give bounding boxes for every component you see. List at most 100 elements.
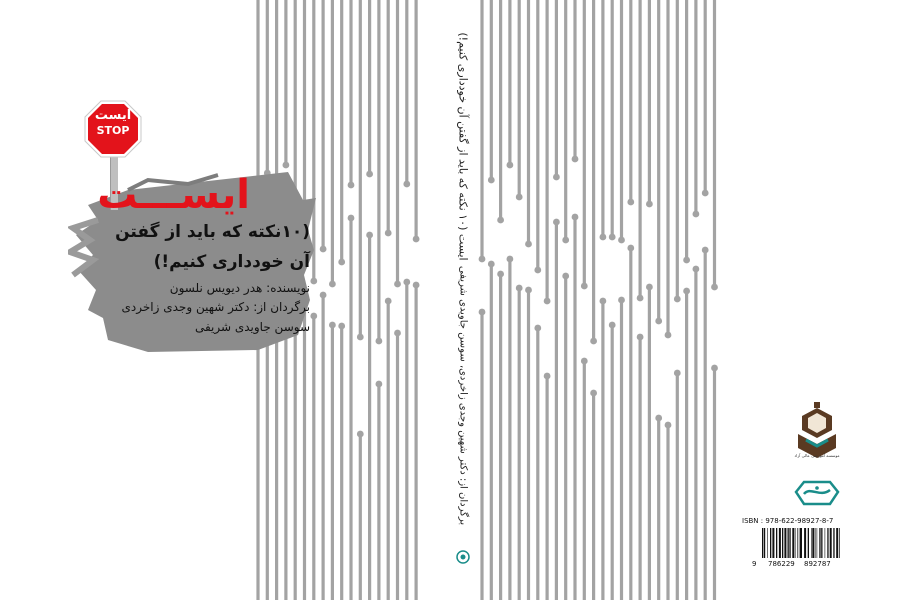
publisher-mark-icon xyxy=(794,480,840,506)
stripe-dot xyxy=(375,337,383,345)
barcode-bar xyxy=(814,528,816,558)
stripe-dot xyxy=(664,421,672,429)
barcode-bar xyxy=(839,528,840,558)
stripe-dot xyxy=(711,283,718,291)
front-subtitle-line1: (۱۰نکته که باید از گفتن xyxy=(115,222,310,242)
stripe-dot xyxy=(497,216,504,224)
stripe-dot xyxy=(366,231,373,239)
spine-background xyxy=(430,0,477,600)
stripe-dot xyxy=(338,258,346,266)
stripe-dot xyxy=(683,256,690,264)
stripe-dot xyxy=(319,291,327,299)
stripe-dot xyxy=(347,214,355,222)
front-author: نویسنده: هدر دیویس نلسون xyxy=(169,281,310,295)
barcode-bar xyxy=(816,528,818,558)
stripe-dot xyxy=(646,200,653,208)
stripe-dot xyxy=(553,173,560,181)
stripe-dot xyxy=(506,161,514,169)
stripe-dot xyxy=(599,233,607,241)
stripe-dot xyxy=(711,364,718,372)
stripe-dot xyxy=(627,244,635,252)
stripe-dot xyxy=(487,176,495,184)
barcode-digit-left: 9 xyxy=(752,560,757,568)
stripe-dot xyxy=(525,286,532,294)
barcode-bar xyxy=(798,528,800,558)
stripe-dot xyxy=(543,297,551,305)
stripe-dot xyxy=(571,155,579,163)
stripe-dot xyxy=(487,260,495,268)
stripe-dot xyxy=(618,236,625,244)
barcode-bar xyxy=(800,528,802,558)
publisher-emblem-icon xyxy=(798,402,836,458)
stripe-dot xyxy=(701,189,709,197)
barcode-bar xyxy=(827,528,829,558)
stripe-dot xyxy=(403,180,411,188)
stripe-dot xyxy=(384,297,392,305)
isbn-label: ISBN : 978-622-98927-8-7 xyxy=(742,517,834,525)
front-translator-line1: برگردان از: دکتر شهین وجدی زاخردی xyxy=(121,300,310,314)
stripe-dot xyxy=(478,308,486,316)
stripe-dot xyxy=(553,218,560,226)
stripe-dot xyxy=(319,245,327,253)
stripe-dot xyxy=(543,372,551,380)
barcode-bar xyxy=(762,528,764,558)
stripe-dot xyxy=(534,324,542,332)
barcode-bar xyxy=(789,528,791,558)
stripe-dot xyxy=(403,278,411,286)
barcode-bar xyxy=(792,528,795,558)
stripe-dot xyxy=(636,294,644,302)
stripe-dot xyxy=(356,333,364,341)
stripe-dot xyxy=(599,297,607,305)
stripe-dot xyxy=(394,280,401,288)
stripe-dot xyxy=(562,236,570,244)
stripe-dot xyxy=(506,255,514,263)
stripe-dot xyxy=(412,235,420,243)
stripe-dot xyxy=(608,233,616,241)
stripe-dot xyxy=(515,193,523,201)
stripe-dot xyxy=(608,321,616,329)
barcode-bar xyxy=(807,528,809,558)
stripe-dot xyxy=(701,246,709,254)
front-title: ایســـت xyxy=(97,172,251,218)
front-subtitle-line2: آن خودداری کنیم!) xyxy=(153,252,310,272)
stripe-dot xyxy=(673,369,681,377)
sign-post xyxy=(110,148,118,210)
publisher1-caption: موسسه آموزشی عالی آزاد xyxy=(794,453,840,458)
brush-stroke xyxy=(68,172,316,352)
barcode-bar xyxy=(833,528,835,558)
stripe-dot xyxy=(310,312,318,320)
stripe-dot xyxy=(329,321,336,329)
stripe-dot xyxy=(338,322,346,330)
barcode-bar xyxy=(776,528,778,558)
barcode-bar xyxy=(819,528,821,558)
barcode-bar xyxy=(812,528,815,558)
barcode-bar xyxy=(770,528,772,558)
barcode-bar xyxy=(821,528,823,558)
barcode xyxy=(762,528,840,558)
stripe-dot xyxy=(525,240,532,248)
stripe-dot xyxy=(515,284,523,292)
spine-credit: برگردان از: دکتر شهین وجدی زاخردی، سوسن … xyxy=(457,265,469,526)
stripe-dot xyxy=(394,329,401,337)
barcode-bar xyxy=(804,528,807,558)
stripe-dot xyxy=(329,280,336,288)
barcode-bar xyxy=(824,528,826,558)
stripe-dot xyxy=(310,277,318,285)
sign-label-fa: ایست xyxy=(94,108,132,123)
stripe-dot xyxy=(478,255,486,263)
barcode-bar xyxy=(772,528,775,558)
barcode-bar xyxy=(836,528,839,558)
sign-label-en: STOP xyxy=(96,124,130,137)
barcode-bar xyxy=(787,528,789,558)
stripe-dot xyxy=(664,331,672,339)
stripe-dot xyxy=(646,283,653,291)
stripe-dot xyxy=(590,389,597,397)
stripe-dot xyxy=(562,272,570,280)
stripe-dot xyxy=(618,296,625,304)
barcode-bar xyxy=(829,528,832,558)
stripe-dot xyxy=(366,170,373,178)
stripe-dot xyxy=(673,295,681,303)
barcode-digits-middle: 786229 xyxy=(768,560,795,568)
stripe-dot xyxy=(412,281,420,289)
